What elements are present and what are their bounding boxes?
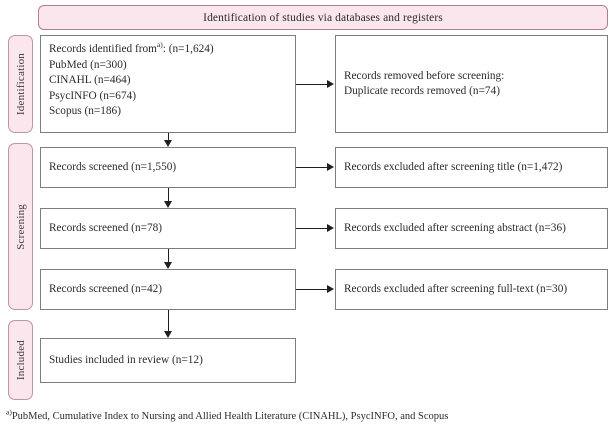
stage-tab-identification: Identification (8, 35, 33, 133)
box-records-excluded-abstract: Records excluded after screening abstrac… (335, 208, 608, 249)
records-screened-abstract-text: Records screened (n=78) (49, 221, 163, 234)
stage-tab-included: Included (8, 320, 33, 400)
arrow-head-screened-fulltext-icon (327, 285, 334, 293)
arrow-head-screened-title-icon (327, 163, 334, 171)
diagram-header-banner: Identification of studies via databases … (38, 5, 608, 30)
records-excluded-abstract-text: Records excluded after screening abstrac… (344, 221, 566, 234)
records-screened-fulltext-text: Records screened (n=42) (49, 282, 163, 295)
stage-tab-identification-label: Identification (14, 52, 27, 116)
box-records-identified: Records identified froma): (n=1,624) Pub… (40, 35, 296, 133)
records-removed-line-2: Duplicate records removed (n=74) (344, 85, 500, 97)
box-records-screened-fulltext: Records screened (n=42) (40, 269, 296, 310)
connector-identified-to-removed (296, 84, 328, 85)
stage-tab-included-label: Included (14, 339, 27, 381)
arrow-head-screened-abstract-icon (327, 224, 334, 232)
records-identified-suffix: : (n=1,624) (162, 43, 214, 55)
connector-screened-fulltext-to-included (168, 310, 169, 331)
stage-tab-screening: Screening (8, 143, 33, 310)
records-identified-scopus: Scopus (n=186) (49, 105, 121, 117)
box-records-screened-abstract: Records screened (n=78) (40, 208, 296, 249)
records-screened-title-text: Records screened (n=1,550) (49, 160, 177, 173)
box-records-excluded-title: Records excluded after screening title (… (335, 147, 608, 188)
footnote-marker-superscript: a) (156, 40, 163, 50)
records-excluded-title-text: Records excluded after screening title (… (344, 160, 563, 173)
records-identified-line-1: Records identified froma): (n=1,624) (49, 40, 287, 58)
records-identified-prefix: Records identified from (49, 43, 157, 55)
footnote-marker: a) (6, 407, 12, 417)
records-identified-psycinfo: PsycINFO (n=674) (49, 89, 137, 102)
connector-identified-to-screened-title (168, 133, 169, 140)
records-removed-line-1: Records removed before screening: (344, 69, 505, 82)
connector-screened-fulltext-to-excluded-fulltext (296, 289, 328, 290)
arrow-head-down-3-icon (164, 262, 172, 269)
box-studies-included: Studies included in review (n=12) (40, 338, 296, 383)
arrow-head-down-4-icon (164, 331, 172, 338)
connector-screened-title-to-screened-abstract (168, 188, 169, 201)
diagram-header-title: Identification of studies via databases … (203, 11, 443, 24)
records-identified-pubmed: PubMed (n=300) (49, 58, 127, 71)
connector-screened-abstract-to-screened-fulltext (168, 249, 169, 262)
studies-included-text: Studies included in review (n=12) (49, 353, 203, 366)
footnote: a)PubMed, Cumulative Index to Nursing an… (6, 407, 610, 424)
arrow-head-down-1-icon (164, 140, 172, 147)
connector-screened-abstract-to-excluded-abstract (296, 228, 328, 229)
box-records-screened-title: Records screened (n=1,550) (40, 147, 296, 188)
arrow-head-down-2-icon (164, 201, 172, 208)
records-excluded-fulltext-text: Records excluded after screening full-te… (344, 282, 568, 295)
box-records-removed: Records removed before screening: Duplic… (335, 35, 608, 133)
footnote-text: PubMed, Cumulative Index to Nursing and … (11, 411, 449, 422)
stage-tab-screening-label: Screening (14, 203, 27, 250)
records-identified-cinahl: CINAHL (n=464) (49, 74, 131, 86)
connector-screened-title-to-excluded-title (296, 167, 328, 168)
box-records-excluded-fulltext: Records excluded after screening full-te… (335, 269, 608, 310)
arrow-head-identified-to-removed-icon (327, 80, 334, 88)
